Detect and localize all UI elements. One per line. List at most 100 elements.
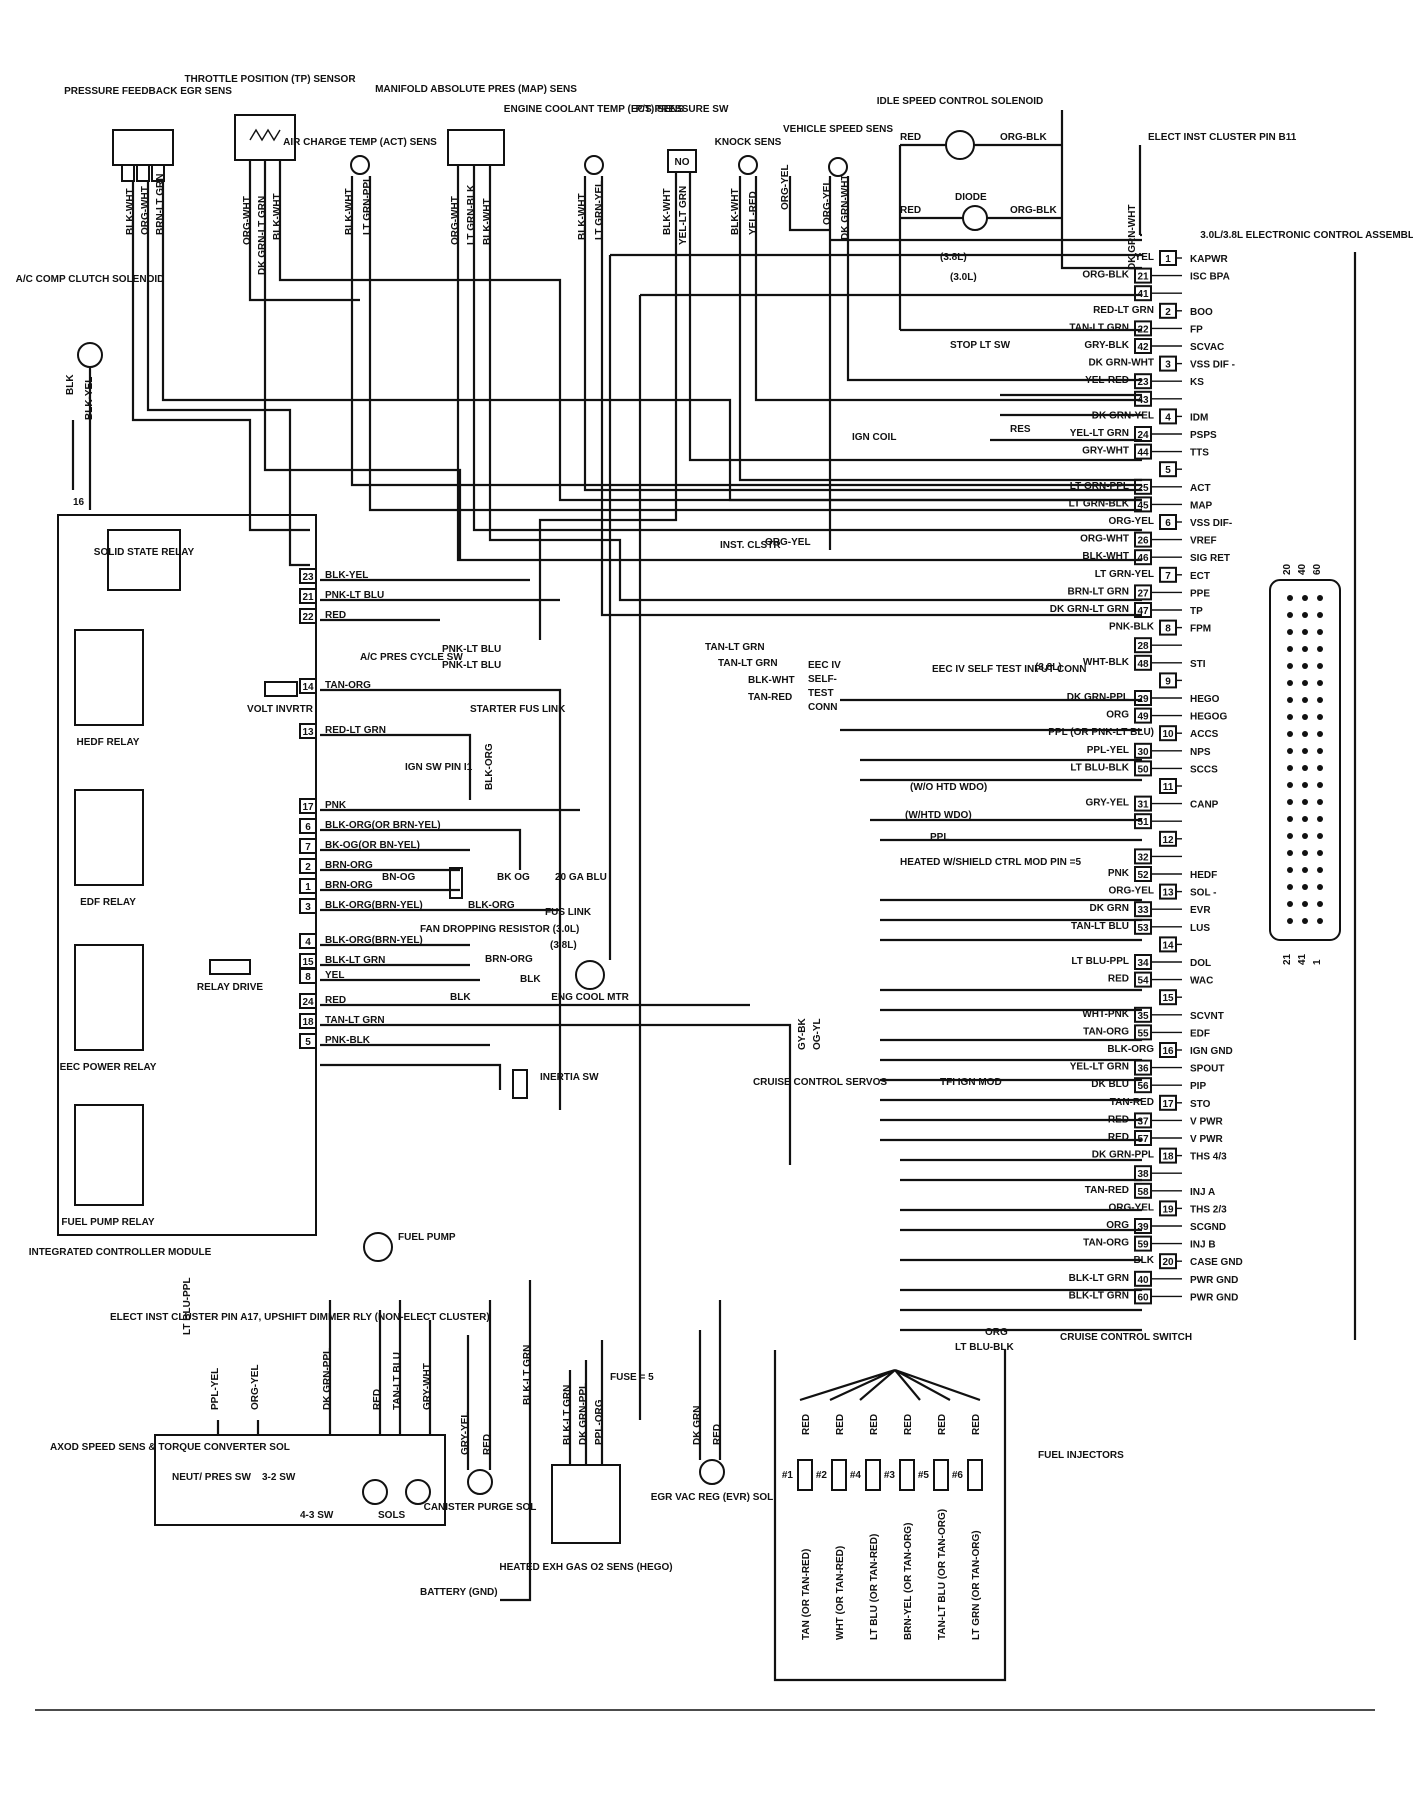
axod-block [154,1434,446,1526]
hego-sensor [551,1464,621,1544]
ecu-pin-wire: BRN-LT GRN [1068,586,1129,597]
map-sensor [447,129,505,166]
ac-pres-wire-2: PNK-LT BLU [442,660,501,671]
middle-labels: STOP LT SW IGN COIL RES INST. CLSTR ORG-… [50,340,1192,1640]
knock-wire-2: YEL-RED [748,191,759,235]
ecu-pin-number: 4 [1165,412,1171,423]
icm-pin-6 [299,818,317,834]
connector-pin-dot [1302,884,1308,890]
act-wire-2: LT GRN-PPL [362,176,373,235]
ecu-pin-signal: PWR GND [1190,1275,1238,1286]
conn-top-2: 40 [1297,563,1308,575]
icm-pin-wire: RED-LT GRN [325,725,386,736]
connector-pin-dot [1317,901,1323,907]
icm-pin-22 [299,608,317,624]
eec-relay-label: EEC POWER RELAY [60,1062,157,1073]
ecu-pin-number: 10 [1162,729,1174,740]
connector-pin-dot [1287,850,1293,856]
icm-pin-wire: BLK-ORG(BRN-YEL) [325,900,423,911]
vss-wire-1: ORG-YEL [780,164,791,210]
injector-number: #6 [952,1470,964,1481]
isc-label: IDLE SPEED CONTROL SOLENOID [877,96,1044,107]
ecu-pin-wire: ORG-BLK [1082,270,1129,281]
connector-pin-dot [1317,629,1323,635]
ecu-pin-wire: ORG-YEL [1108,516,1154,527]
icm-pin-number: 21 [302,592,314,603]
connector-pin-dot [1287,663,1293,669]
connector-pin-dot [1302,765,1308,771]
connector-pin-dot [1302,612,1308,618]
icm-pin-3 [299,898,317,914]
ecu-pin-number: 25 [1137,483,1149,494]
ecu-pin-signal: VSS DIF - [1190,360,1235,371]
cluster-wire-2: LT BLU-PPL [182,1277,193,1335]
hego-wire-3: PPL-ORG [594,1399,605,1445]
ecu-pin-number: 19 [1162,1204,1174,1215]
icm-pin-number: 1 [305,882,311,893]
egr-wire-1: DK GRN [692,1406,703,1445]
ecu-pin-signal: PIP [1190,1081,1206,1092]
vss-wire-2: ORG-YEL [822,179,833,225]
vss-label: VEHICLE SPEED SENS [783,124,893,135]
inertia-label: INERTIA SW [540,1072,599,1083]
ecu-pin-wire: GRY-YEL [1085,798,1129,809]
cruise-wire-2: LT BLU-BLK [955,1342,1014,1353]
connector-pin-dot [1302,680,1308,686]
inertia-switch [512,1069,528,1099]
icm-pin-number: 24 [302,997,314,1008]
axod-wire-6: GRY-WHT [422,1363,433,1410]
self-test-4: CONN [808,702,837,713]
pfe-pin [151,164,165,182]
connector-pin-dot [1287,918,1293,924]
ecu-pin-number: 15 [1162,993,1174,1004]
connector-pin-dot [1287,731,1293,737]
ps-wire-1: BLK-WHT [662,188,673,235]
ign-sw: IGN SW PIN I1 [405,762,473,773]
ecu-pin-signal: EVR [1190,905,1211,916]
icm-pin-17 [299,798,317,814]
battery-label: BATTERY (GND) [420,1587,498,1598]
ac-clutch-solenoid [77,342,103,368]
ecu-pin-wire: ORG [1106,710,1129,721]
ecu-pin-number: 39 [1137,1222,1149,1233]
self-test-3: TEST [808,688,834,699]
ecu-pin-signal: INJ B [1190,1240,1216,1251]
injector-wire: LT GRN (OR TAN-ORG) [971,1530,982,1640]
icm-pin-14 [299,678,317,694]
conn-top-1: 20 [1282,563,1293,575]
ecu-pin-wire: GRY-WHT [1082,446,1129,457]
blk-org-2: BLK-ORG [468,900,515,911]
bk-og: BK OG [497,872,530,883]
injector-number: #2 [816,1470,828,1481]
ecu-pin-number: 58 [1137,1187,1149,1198]
ecu-pin-number: 33 [1137,905,1149,916]
conn-top-3: 60 [1312,563,1323,575]
injector-number: #5 [918,1470,930,1481]
edf-relay-label: EDF RELAY [80,897,136,908]
hedf-relay-label: HEDF RELAY [77,737,140,748]
ecu-pin-wire: ORG-YEL [1108,886,1154,897]
isc-engine: (3.8L) [940,252,967,263]
tps-label: THROTTLE POSITION (TP) SENSOR [184,74,356,85]
ecu-pin-signal: THS 2/3 [1190,1204,1227,1215]
eng-cool: ENG COOL MTR [551,992,629,1003]
hedf-relay [74,629,144,726]
icm-pin-number: 13 [302,727,314,738]
connector-pin-dot [1317,833,1323,839]
ecu-pin-wire: TAN-ORG [1083,1026,1129,1037]
ecu-pin-signal: ECT [1190,571,1210,582]
ecu-pin-signal: IDM [1190,412,1208,423]
ecu-pin-wire: WHT-PNK [1082,1009,1129,1020]
fuel-pump-relay [74,1104,144,1206]
ecu-pin-number: 23 [1137,377,1149,388]
injector-number: #1 [782,1470,794,1481]
ecu-pin-wire: ORG-WHT [1080,534,1129,545]
connector-pin-dot [1302,697,1308,703]
ecu-pin-number: 40 [1137,1275,1149,1286]
icm-pin-2 [299,858,317,874]
ecu-pin-number: 49 [1137,712,1149,723]
act-sensor [350,155,370,175]
servo-wire-1: GY-BK [797,1018,808,1050]
